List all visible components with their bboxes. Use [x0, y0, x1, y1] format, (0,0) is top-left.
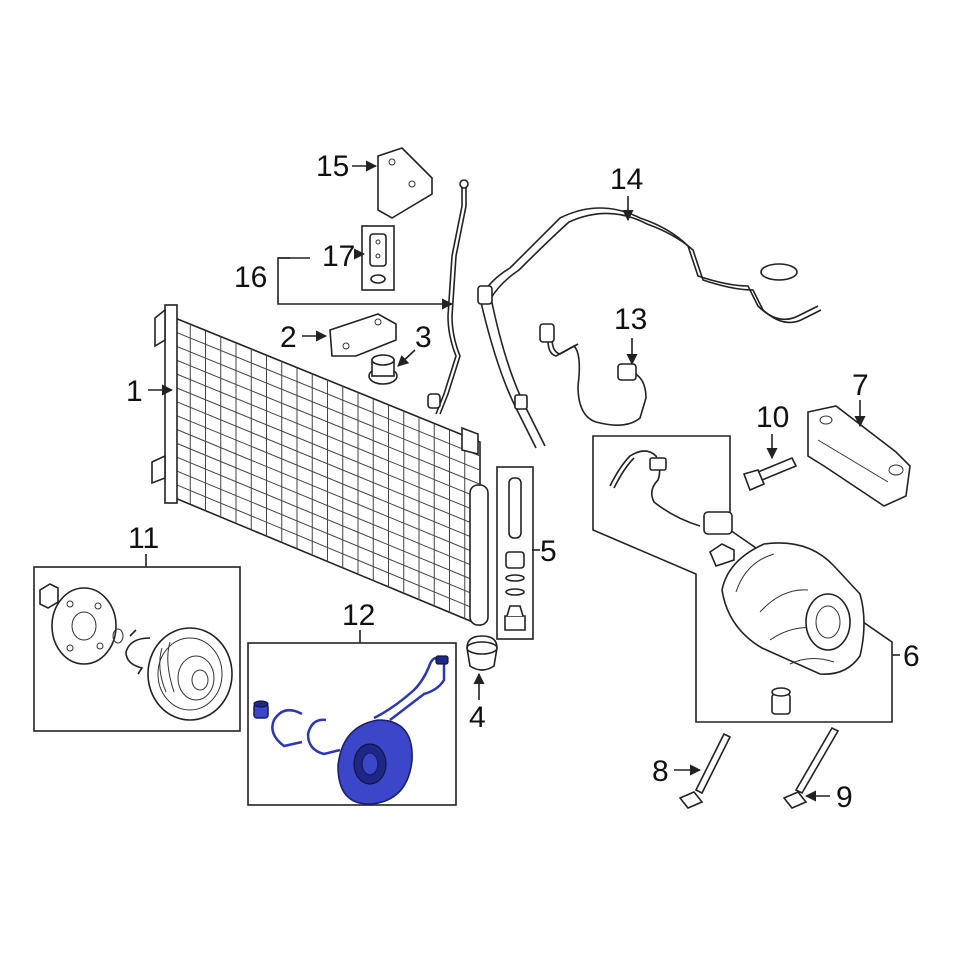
liquid-line[interactable]: [427, 179, 469, 415]
callout-3: 3: [415, 321, 432, 354]
desiccant-kit[interactable]: [496, 466, 534, 640]
wire-harness[interactable]: [539, 323, 647, 426]
condenser-left-tank: [164, 304, 178, 504]
callout-leaders: [145, 160, 900, 802]
callout-17: 17: [322, 240, 355, 273]
callout-16: 16: [234, 261, 267, 294]
callout-14: 14: [610, 163, 643, 196]
line-bracket[interactable]: [377, 147, 433, 219]
callout-8: 8: [652, 755, 669, 788]
clutch-assembly[interactable]: [33, 566, 241, 732]
condenser[interactable]: [151, 304, 489, 627]
callout-10: 10: [756, 401, 789, 434]
callout-4: 4: [469, 701, 486, 734]
condenser-core-grid: [174, 324, 481, 619]
callout-6: 6: [903, 640, 920, 673]
callout-5: 5: [540, 535, 557, 568]
callout-11: 11: [128, 522, 159, 555]
compressor-assembly[interactable]: [592, 435, 893, 723]
receiver-drier-tank: [469, 484, 489, 626]
callout-7: 7: [852, 369, 869, 402]
callout-12: 12: [342, 599, 375, 632]
callout-2: 2: [280, 321, 297, 354]
lower-mount-cushion[interactable]: [466, 635, 498, 671]
callout-13: 13: [614, 303, 647, 336]
callout-1: 1: [126, 375, 143, 408]
compressor-bolt-medium[interactable]: [782, 726, 840, 809]
suction-hose[interactable]: [477, 207, 822, 449]
callout-9: 9: [836, 781, 853, 814]
callout-15: 15: [316, 150, 349, 183]
mount-cushion[interactable]: [368, 354, 398, 385]
compressor-bracket[interactable]: [807, 405, 911, 507]
bracket-bolt[interactable]: [742, 456, 798, 492]
field-coil-assembly[interactable]: [247, 642, 457, 806]
pressure-switch-kit[interactable]: [361, 225, 395, 291]
condenser-bracket[interactable]: [329, 313, 397, 357]
compressor-bolt-long[interactable]: [678, 732, 732, 809]
